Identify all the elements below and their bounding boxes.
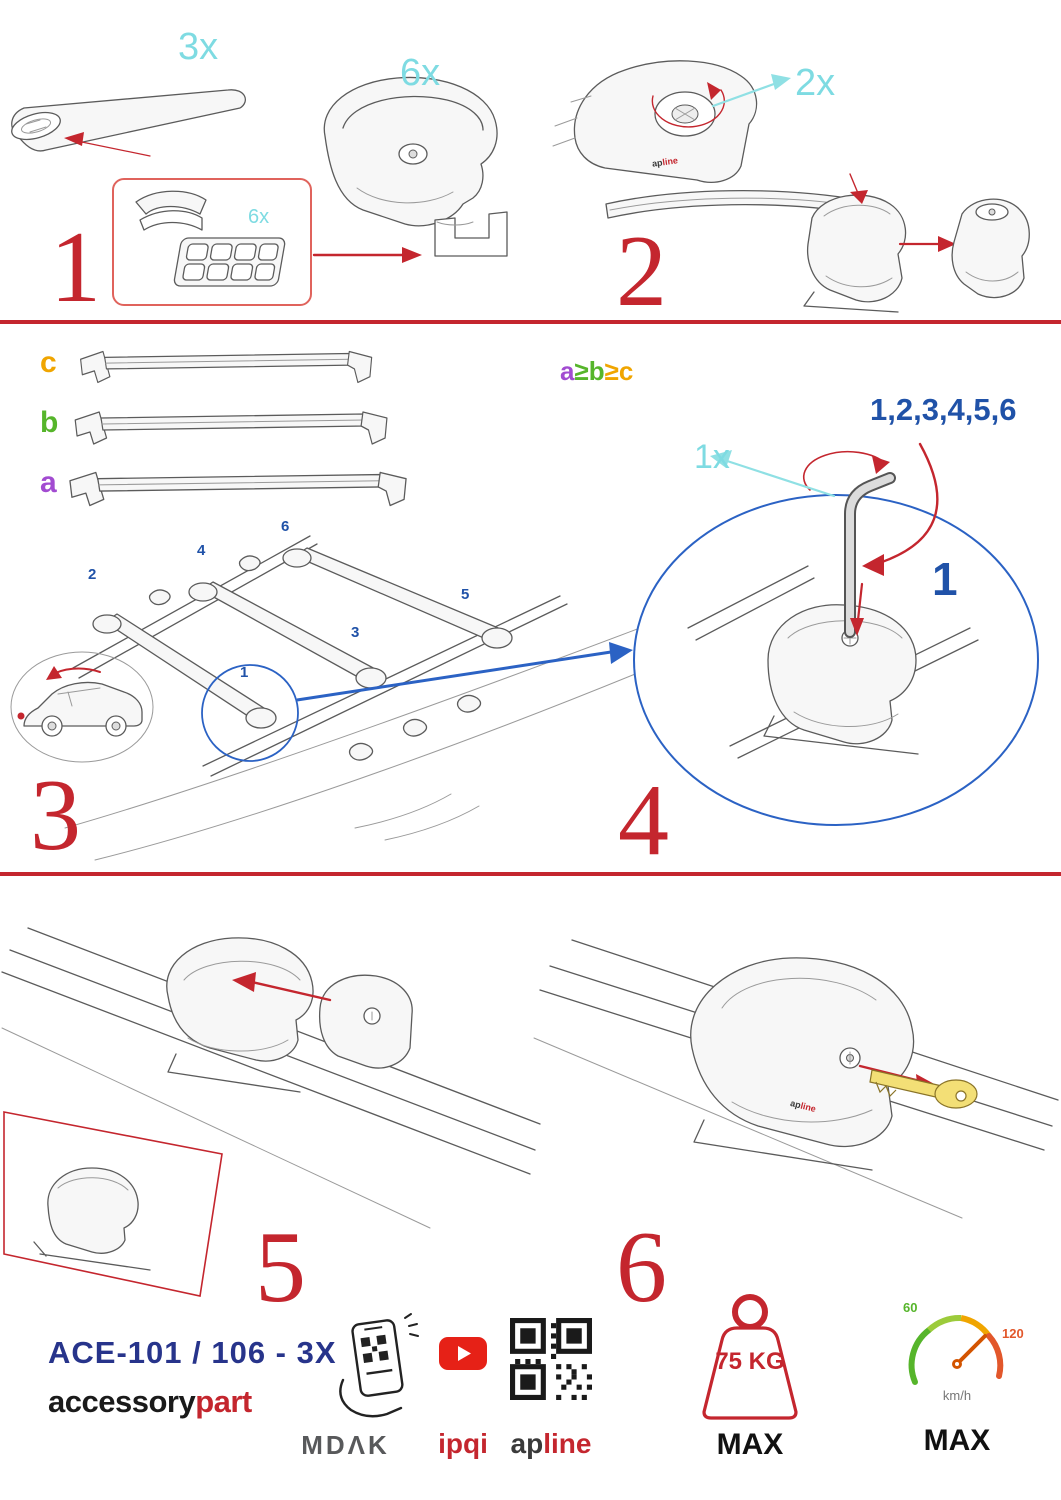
- step6-number: 6: [616, 1211, 667, 1324]
- crossbar-b-drawing: [74, 411, 388, 445]
- max-weight-label: MAX: [716, 1428, 784, 1461]
- bar-and-endcap-drawing: [605, 173, 1030, 313]
- bar-label-b: b: [40, 406, 59, 439]
- step3-number: 3: [30, 759, 81, 872]
- speed-high-label: 120: [1002, 1326, 1024, 1341]
- bar-label-a: a: [40, 466, 57, 499]
- position-4: 4: [197, 542, 206, 559]
- apline-logo: apline: [510, 1428, 592, 1459]
- speed-unit-label: km/h: [942, 1388, 972, 1403]
- bar-label-c: c: [40, 346, 57, 379]
- section-divider-2: [0, 872, 1061, 876]
- roof-mounting-drawing: [64, 535, 651, 861]
- tightening-detail-drawing: [633, 442, 1039, 826]
- rubber-pad-drawing: [135, 190, 286, 287]
- youtube-icon: [439, 1337, 487, 1370]
- screw-quantity-label: 2x: [795, 62, 836, 104]
- bar-quantity-label: 3x: [178, 26, 219, 68]
- mdak-logo: MDΛK: [301, 1430, 390, 1460]
- step2-number: 2: [616, 215, 667, 328]
- tool-quantity-label: 1x: [694, 438, 730, 476]
- pad-quantity-label: 6x: [248, 206, 270, 228]
- tightening-sequence: 1,2,3,4,5,6: [870, 392, 1017, 427]
- pad-to-foot-arrow: [312, 247, 422, 263]
- speedometer-icon: [908, 1314, 1004, 1385]
- lock-key-drawing: [533, 939, 1059, 1219]
- pad-detail-box: [112, 178, 312, 306]
- weight-icon: [702, 1294, 798, 1420]
- size-rule-text: a≥b≥c: [560, 356, 634, 386]
- foot-drawing-step1: [323, 76, 508, 257]
- qr-code: [510, 1318, 592, 1400]
- section-divider-1: [0, 320, 1061, 324]
- crossbar-c-drawing: [80, 350, 373, 384]
- max-speed-label: MAX: [923, 1424, 991, 1457]
- cover-install-drawing: [1, 927, 541, 1297]
- step5-number: 5: [255, 1211, 306, 1324]
- position-5: 5: [461, 586, 470, 603]
- crossbar-a-drawing: [69, 471, 407, 507]
- foot-quantity-label: 6x: [400, 52, 441, 94]
- brand-name: accessorypart: [48, 1384, 252, 1419]
- ipqi-logo: ipqi: [438, 1428, 488, 1459]
- step4-number: 4: [618, 764, 669, 877]
- position-1: 1: [240, 664, 249, 681]
- speed-low-label: 60: [903, 1300, 918, 1315]
- phone-scan-icon: [339, 1313, 419, 1418]
- max-weight-value: 75 KG: [715, 1348, 785, 1375]
- step1-number: 1: [50, 211, 101, 324]
- foot-top-view-drawing: [552, 60, 791, 183]
- position-2: 2: [88, 566, 97, 583]
- first-position-number: 1: [932, 553, 958, 605]
- model-number: ACE-101 / 106 - 3X: [48, 1335, 337, 1370]
- position-3: 3: [351, 624, 360, 641]
- car-direction-drawing: [10, 651, 154, 763]
- crossbar-drawing: [11, 89, 246, 157]
- position-6: 6: [281, 518, 290, 535]
